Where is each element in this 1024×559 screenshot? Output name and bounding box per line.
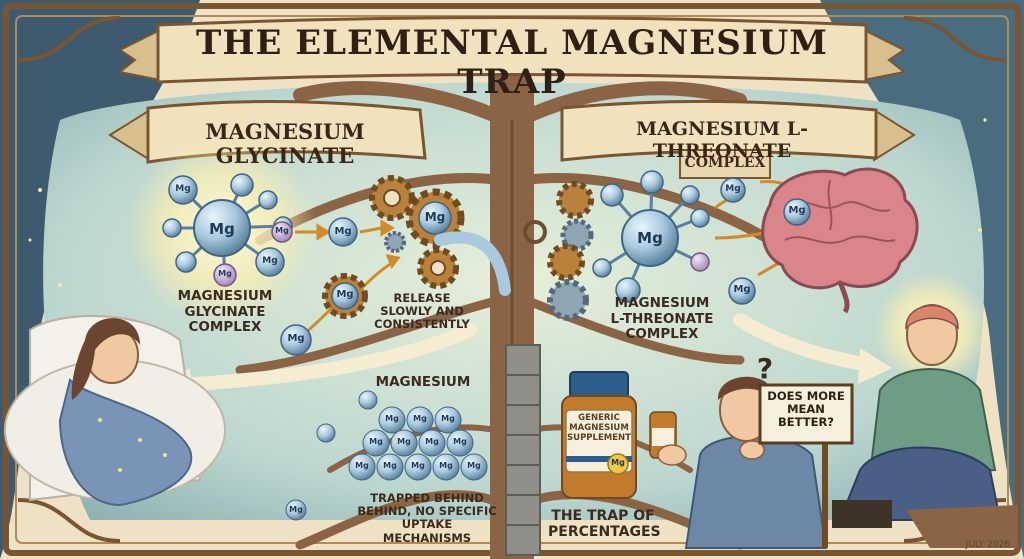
mg-atom-label: Mg xyxy=(439,461,453,470)
date-stamp: JULY 2026 xyxy=(965,540,1010,550)
mg-atom-label: Mg xyxy=(355,461,369,470)
sign-label-line3: BETTER? xyxy=(778,415,834,430)
right-ribbon xyxy=(560,99,916,179)
left-banner: MAGNESIUM GLYCINATE xyxy=(205,119,365,169)
mg-atom-label: Mg xyxy=(733,284,751,295)
trapped-label-line2: BEHIND, NO SPECIFIC xyxy=(357,504,497,519)
question-mark: ? xyxy=(756,352,774,385)
question-sign xyxy=(758,383,854,548)
glycinate-atoms xyxy=(162,173,293,287)
stone-pillar xyxy=(505,344,541,556)
gears-right xyxy=(523,181,594,321)
supplement-bottle xyxy=(561,371,637,499)
mg-atom-label: Mg xyxy=(413,414,427,423)
mg-atom-label: Mg xyxy=(397,437,411,446)
mg-atom-label: Mg xyxy=(369,437,383,446)
trap-label-line1: THE TRAP OF xyxy=(551,508,655,524)
release-label-line2: SLOWLY AND xyxy=(380,304,464,319)
mg-atom-label: Mg xyxy=(441,414,455,423)
mg-atom-label: Mg xyxy=(424,210,446,224)
mg-atom-label: Mg xyxy=(218,269,232,278)
roots-label: MAGNESIUM xyxy=(375,374,471,390)
trap-label: THE TRAP OF PERCENTAGES xyxy=(548,508,661,541)
threonate-label-line2: L-THREONATE xyxy=(610,310,714,327)
bottle-label-line2: MAGNESIUM xyxy=(569,422,629,433)
calm-man xyxy=(832,272,1018,548)
mg-atom-label: Mg xyxy=(275,226,289,235)
bottle-label-line1: GENERIC xyxy=(578,413,620,423)
brain-illustration xyxy=(761,167,919,314)
release-label: RELEASE SLOWLY AND CONSISTENTLY xyxy=(362,291,482,332)
mg-atom-label: Mg xyxy=(262,256,278,266)
release-label-line3: CONSISTENTLY xyxy=(374,317,470,332)
stars xyxy=(28,118,987,287)
mg-atom-label: Mg xyxy=(334,226,352,237)
right-banner-line2: COMPLEX xyxy=(684,155,766,171)
mg-atom-label: Mg xyxy=(788,205,806,216)
right-banner-line1: MAGNESIUM L-THREONATE xyxy=(636,118,808,162)
mg-atom-label: Mg xyxy=(336,289,354,300)
mg-atom-label: Mg xyxy=(467,461,481,470)
bottle-label: GENERIC MAGNESIUM SUPPLEMENT xyxy=(566,413,632,443)
trapped-label-line3: UPTAKE MECHANISMS xyxy=(382,517,472,545)
mg-atom-label: Mg xyxy=(209,220,235,238)
mg-atom-label: Mg xyxy=(383,461,397,470)
title-banner xyxy=(117,16,907,84)
mg-atom-label: Mg xyxy=(411,461,425,470)
mg-atom-label: Mg xyxy=(175,184,191,194)
trapped-label-line1: TRAPPED BEHIND xyxy=(370,491,484,505)
sign-label: DOES MORE MEAN BETTER? xyxy=(762,389,850,430)
mg-atom-label: Mg xyxy=(385,414,399,423)
mg-atom-label: Mg xyxy=(287,333,305,344)
mg-atom-label: Mg xyxy=(453,437,467,446)
glycinate-label-line1: MAGNESIUM xyxy=(177,288,273,304)
glycinate-label-line2: GLYCINATE xyxy=(184,303,266,320)
glass-pipe xyxy=(434,231,511,296)
glycinate-label-line3: COMPLEX xyxy=(188,319,262,336)
threonate-label-line1: MAGNESIUM xyxy=(614,295,710,311)
glycinate-label: MAGNESIUM GLYCINATE COMPLEX xyxy=(150,288,300,336)
gears-left xyxy=(322,175,465,319)
bottle-badge: Mg xyxy=(611,458,625,467)
mg-atom-label: Mg xyxy=(725,184,741,194)
sign-label-line2: MEAN xyxy=(787,402,825,417)
threonate-atoms xyxy=(592,170,710,303)
release-label-line1: RELEASE xyxy=(393,291,451,305)
mg-atom-label: Mg xyxy=(289,505,303,514)
mg-pile xyxy=(285,390,488,521)
bottle-label-line3: SUPPLEMENT xyxy=(567,432,631,443)
threonate-label-line3: COMPLEX xyxy=(625,326,699,343)
page-title: THE ELEMENTAL MAGNESIUM TRAP xyxy=(196,23,828,103)
mg-atom-label: Mg xyxy=(425,437,439,446)
sleeping-woman xyxy=(4,315,226,507)
threonate-label: MAGNESIUM L-THREONATE COMPLEX xyxy=(592,295,732,343)
trap-label-line2: PERCENTAGES xyxy=(548,524,661,541)
sign-label-line1: DOES MORE xyxy=(767,389,845,403)
arrow-to-sleep xyxy=(173,323,477,392)
mg-atom-label: Mg xyxy=(637,229,663,247)
trapped-label: TRAPPED BEHIND BEHIND, NO SPECIFIC UPTAK… xyxy=(356,491,498,545)
